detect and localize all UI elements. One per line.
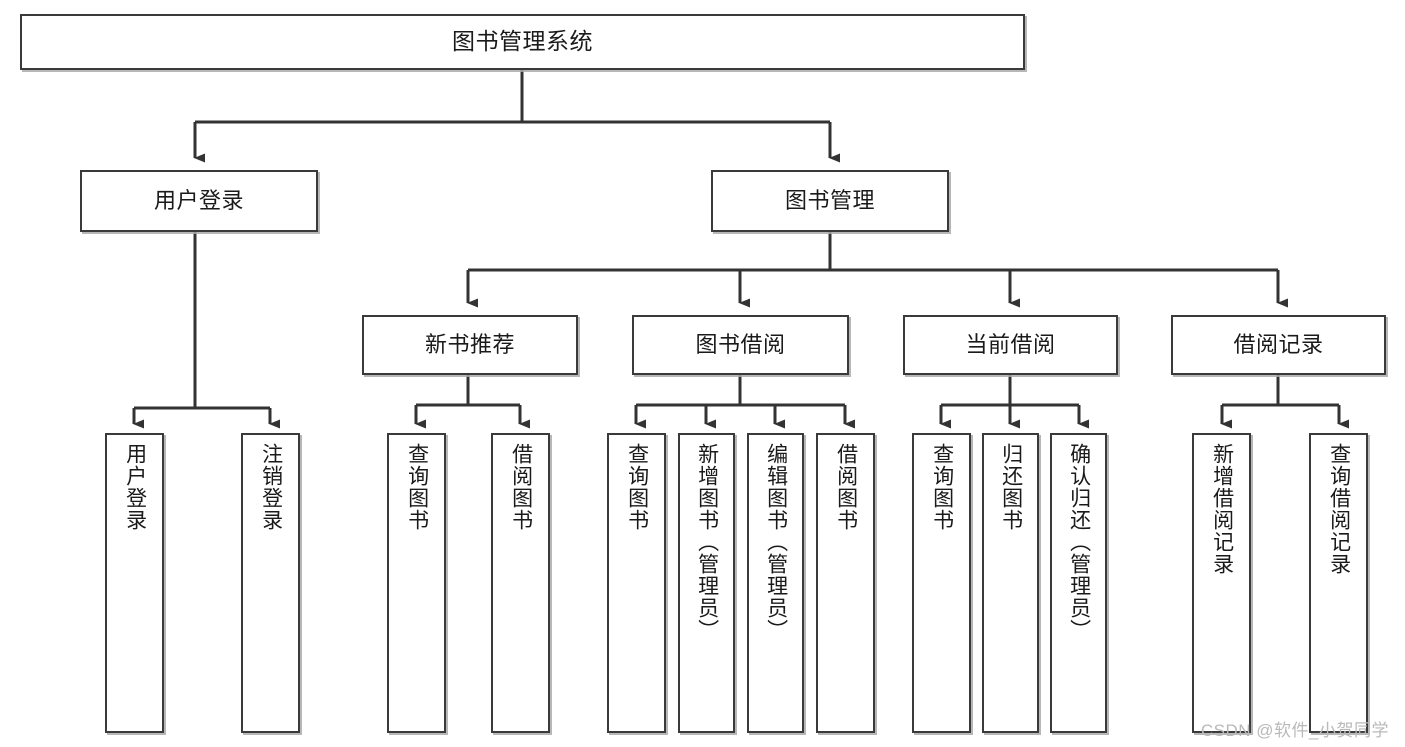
leaf-confirm-return[interactable]: 确认归还（管理员） <box>1050 433 1107 733</box>
node-book-borrow[interactable]: 图书借阅 <box>632 315 849 375</box>
node-current-borrow[interactable]: 当前借阅 <box>903 315 1118 375</box>
leaf-query-record-label: 查询借阅记录 <box>1327 443 1351 575</box>
node-borrow-record[interactable]: 借阅记录 <box>1171 315 1386 375</box>
leaf-query-book-2[interactable]: 查询图书 <box>607 433 666 733</box>
node-new-book-recommend[interactable]: 新书推荐 <box>362 315 578 375</box>
node-book-manage[interactable]: 图书管理 <box>711 170 949 232</box>
leaf-query-book-1[interactable]: 查询图书 <box>387 433 446 733</box>
leaf-borrow-book-1[interactable]: 借阅图书 <box>491 433 550 733</box>
leaf-user-login[interactable]: 用户登录 <box>105 433 164 733</box>
leaf-return-book[interactable]: 归还图书 <box>982 433 1039 733</box>
leaf-query-book-1-label: 查询图书 <box>405 443 429 531</box>
node-book-borrow-label: 图书借阅 <box>695 331 786 357</box>
node-borrow-record-label: 借阅记录 <box>1233 331 1324 357</box>
node-current-borrow-label: 当前借阅 <box>965 331 1056 357</box>
node-book-manage-label: 图书管理 <box>784 187 875 213</box>
leaf-logout-login[interactable]: 注销登录 <box>241 433 300 733</box>
leaf-query-book-3[interactable]: 查询图书 <box>912 433 971 733</box>
leaf-return-book-label: 归还图书 <box>999 443 1023 531</box>
leaf-borrow-book-2-label: 借阅图书 <box>834 443 858 531</box>
leaf-add-record-label: 新增借阅记录 <box>1210 443 1234 575</box>
leaf-borrow-book-1-label: 借阅图书 <box>509 443 533 531</box>
leaf-query-book-2-label: 查询图书 <box>625 443 649 531</box>
leaf-query-book-3-label: 查询图书 <box>930 443 954 531</box>
leaf-edit-book-label: 编辑图书（管理员） <box>764 443 788 641</box>
node-user-login[interactable]: 用户登录 <box>80 170 318 232</box>
leaf-add-book-label: 新增图书（管理员） <box>695 443 719 641</box>
node-new-book-recommend-label: 新书推荐 <box>424 331 515 357</box>
node-root-label: 图书管理系统 <box>452 28 593 55</box>
leaf-add-book[interactable]: 新增图书（管理员） <box>678 433 735 733</box>
leaf-add-record[interactable]: 新增借阅记录 <box>1192 433 1251 733</box>
leaf-user-login-label: 用户登录 <box>123 443 147 531</box>
node-root[interactable]: 图书管理系统 <box>20 14 1025 70</box>
leaf-edit-book[interactable]: 编辑图书（管理员） <box>747 433 804 733</box>
leaf-logout-login-label: 注销登录 <box>259 443 283 531</box>
leaf-query-record[interactable]: 查询借阅记录 <box>1309 433 1368 733</box>
leaf-confirm-return-label: 确认归还（管理员） <box>1067 443 1091 641</box>
leaf-borrow-book-2[interactable]: 借阅图书 <box>816 433 875 733</box>
node-user-login-label: 用户登录 <box>153 187 244 213</box>
